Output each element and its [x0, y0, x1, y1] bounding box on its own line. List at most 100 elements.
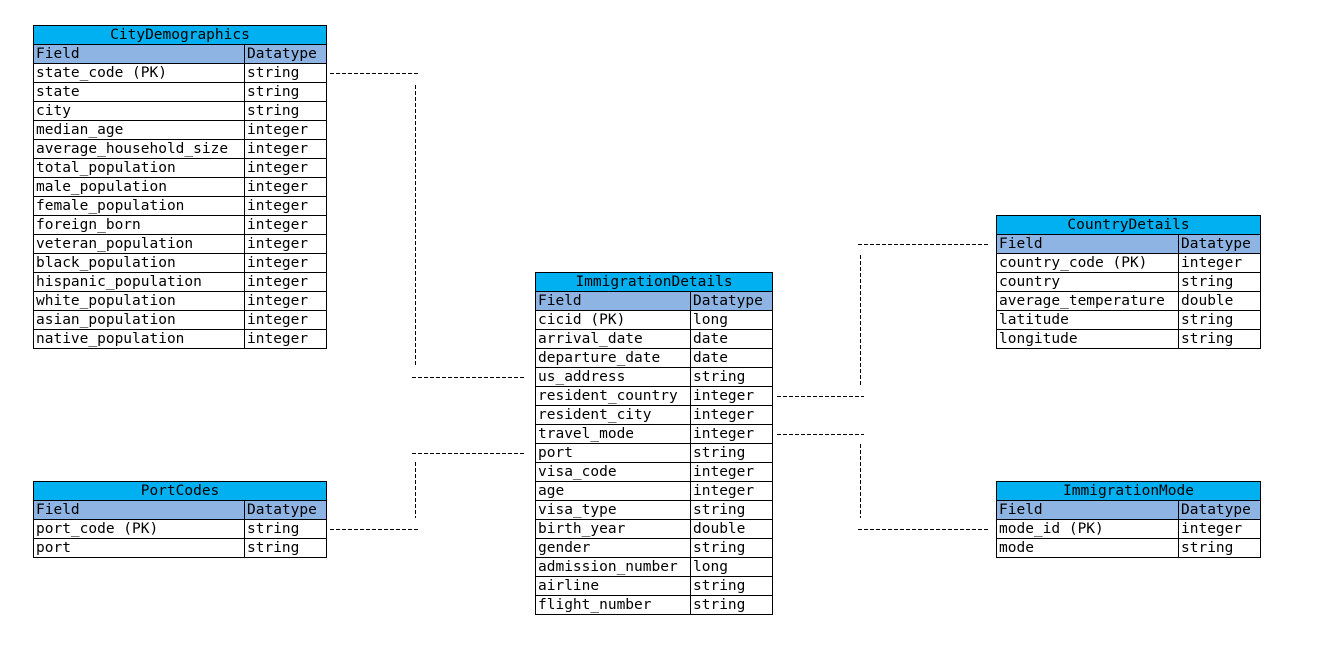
field-cell: resident_city [535, 405, 691, 425]
datatype-cell: string [689, 595, 774, 615]
field-column-header: Field [996, 234, 1179, 254]
datatype-cell: integer [244, 253, 327, 273]
datatype-cell: integer [244, 329, 327, 349]
field-cell: black_population [33, 253, 245, 273]
datatype-cell: integer [244, 291, 327, 311]
field-cell: port_code (PK) [33, 519, 245, 539]
field-cell: us_address [535, 367, 691, 387]
field-cell: travel_mode [535, 424, 691, 444]
datatype-cell: double [1178, 291, 1261, 311]
datatype-cell: integer [244, 234, 327, 254]
field-cell: flight_number [535, 595, 691, 615]
field-column-header: Field [996, 500, 1179, 520]
field-cell: admission_number [535, 557, 691, 577]
datatype-cell: string [689, 443, 774, 463]
datatype-cell: string [244, 82, 327, 102]
field-column-header: Field [33, 500, 245, 520]
datatype-cell: integer [244, 139, 327, 159]
field-cell: hispanic_population [33, 272, 245, 292]
datatype-cell: string [1177, 538, 1262, 558]
field-column-header: Field [535, 291, 691, 311]
table-row: state_code (PK)string [33, 63, 327, 83]
datatype-cell: integer [244, 215, 327, 235]
field-cell: resident_country [535, 386, 691, 406]
datatype-cell: integer [244, 177, 327, 197]
datatype-cell: string [689, 367, 774, 387]
field-cell: latitude [996, 310, 1179, 330]
datatype-cell: integer [689, 386, 774, 406]
datatype-cell: string [243, 519, 328, 539]
datatype-cell: integer [244, 196, 327, 216]
datatype-cell: long [689, 310, 774, 330]
field-cell: age [535, 481, 691, 501]
datatype-cell: string [1178, 329, 1261, 349]
field-cell: foreign_born [33, 215, 245, 235]
field-cell: longitude [996, 329, 1179, 349]
datatype-cell: integer [244, 310, 327, 330]
field-cell: veteran_population [33, 234, 245, 254]
field-cell: cicid (PK) [535, 310, 691, 330]
datatype-cell: integer [689, 405, 774, 425]
datatype-cell: string [244, 101, 327, 121]
datatype-cell: integer [244, 158, 327, 178]
datatype-column-header: Datatype [243, 500, 328, 520]
datatype-column-header: Datatype [689, 291, 774, 311]
field-cell: white_population [33, 291, 245, 311]
field-cell: visa_type [535, 500, 691, 520]
field-cell: departure_date [535, 348, 691, 368]
field-cell: average_household_size [33, 139, 245, 159]
table-row: mode_id (PK)integer [996, 519, 1262, 539]
datatype-column-header: Datatype [1177, 500, 1262, 520]
datatype-cell: string [1178, 310, 1261, 330]
field-cell: visa_code [535, 462, 691, 482]
field-cell: male_population [33, 177, 245, 197]
table-title: CityDemographics [33, 25, 327, 45]
table-title: PortCodes [32, 481, 328, 501]
table-row: country_code (PK)integer [996, 253, 1261, 273]
datatype-column-header: Datatype [244, 44, 327, 64]
datatype-cell: string [1178, 272, 1261, 292]
datatype-cell: string [243, 538, 328, 558]
table-row: cicid (PK)long [535, 310, 774, 330]
datatype-cell: integer [689, 481, 774, 501]
field-cell: state_code (PK) [33, 63, 245, 83]
table-row: port_code (PK)string [33, 519, 328, 539]
datatype-cell: date [689, 348, 774, 368]
field-cell: asian_population [33, 310, 245, 330]
